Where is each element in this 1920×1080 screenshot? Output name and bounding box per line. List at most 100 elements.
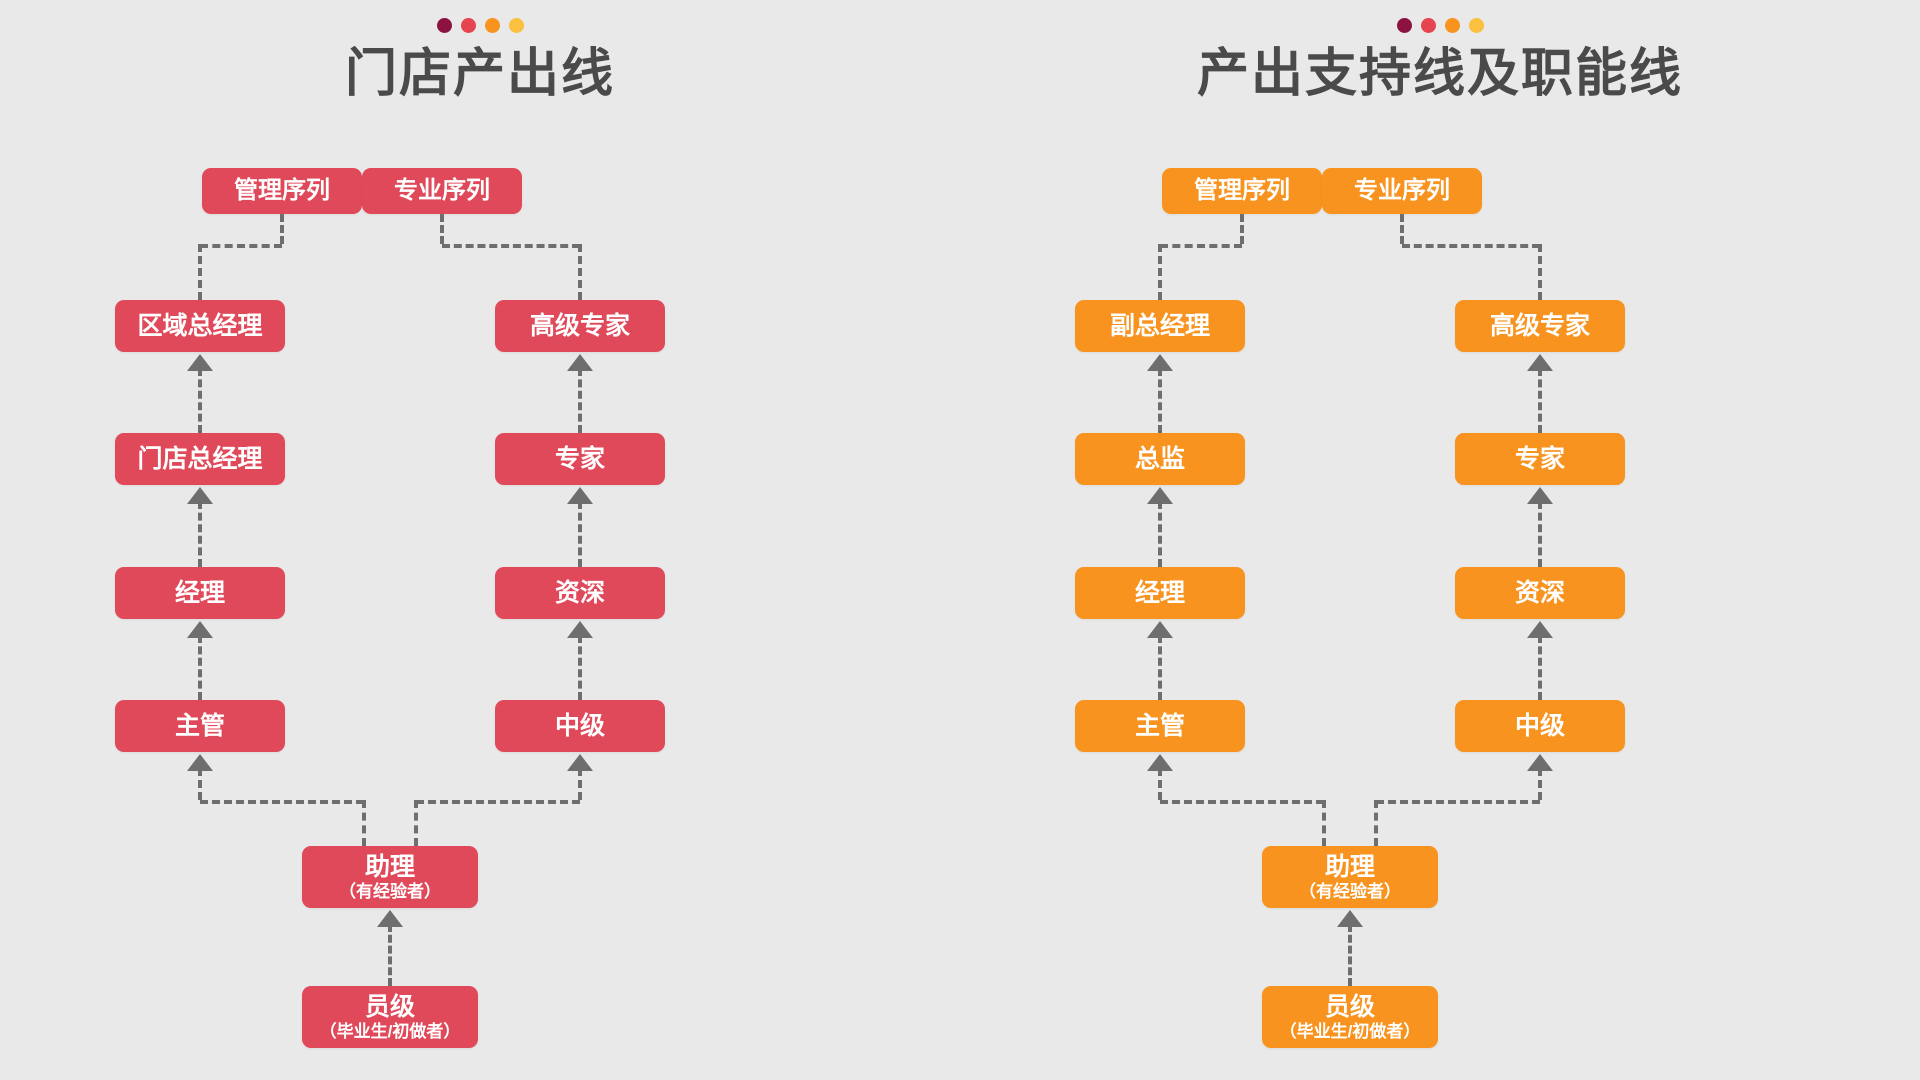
node-label: 高级专家 — [1489, 312, 1590, 340]
node-prof-expert[interactable]: 专家 — [1455, 433, 1625, 485]
connector-mgmt-step-1 — [1158, 501, 1162, 567]
header-dot-3 — [484, 18, 500, 33]
connector-mgmt-tag-drop — [1158, 244, 1162, 300]
arrowhead-prof-step-1 — [1527, 487, 1553, 504]
arrowhead-mgmt-step-1 — [187, 487, 213, 504]
node-label: 管理序列 — [234, 176, 330, 204]
arrowhead-prof-base — [567, 754, 593, 771]
tag-professional-track-tag[interactable]: 专业序列 — [1322, 168, 1482, 214]
arrowhead-base-step — [1337, 910, 1363, 927]
arrowhead-mgmt-step-2 — [187, 621, 213, 638]
arrowhead-prof-step-1 — [567, 487, 593, 504]
connector-prof-step-2 — [1538, 635, 1542, 700]
connector-prof-tag-drop — [1538, 244, 1542, 300]
node-label: 中级 — [554, 712, 605, 740]
arrowhead-mgmt-step-0 — [1147, 354, 1173, 371]
node-label: 员级 — [364, 992, 415, 1021]
header-dot-1 — [436, 18, 452, 33]
connector-prof-tag-stub — [1400, 214, 1404, 244]
connector-mgmt-base-riser — [1158, 768, 1162, 800]
panel-header: 门店产出线 — [0, 18, 960, 105]
node-prof-expert[interactable]: 专家 — [495, 433, 665, 485]
connector-base-bus-right — [416, 800, 580, 804]
connector-base-right-stub — [1374, 800, 1378, 846]
node-label: 总监 — [1134, 445, 1185, 473]
node-sublabel: （有经验者） — [1299, 881, 1401, 901]
node-label: 高级专家 — [529, 312, 630, 340]
node-label: 中级 — [1514, 712, 1565, 740]
tag-management-track-tag[interactable]: 管理序列 — [1162, 168, 1322, 214]
node-prof-senior-expert[interactable]: 高级专家 — [1455, 300, 1625, 352]
node-prof-senior[interactable]: 资深 — [495, 567, 665, 619]
connector-prof-base-riser — [578, 768, 582, 800]
panel-store-output-line: 门店产出线管理序列专业序列区域总经理门店总经理经理主管高级专家专家资深中级助理（… — [0, 18, 960, 1048]
tag-professional-track-tag[interactable]: 专业序列 — [362, 168, 522, 214]
node-prof-senior[interactable]: 资深 — [1455, 567, 1625, 619]
node-mgmt-manager[interactable]: 经理 — [115, 567, 285, 619]
connector-base-bus-left — [1160, 800, 1324, 804]
connector-base-left-stub — [362, 800, 366, 846]
node-label: 资深 — [554, 579, 605, 607]
panel-title: 门店产出线 — [344, 45, 615, 103]
connector-prof-base-riser — [1538, 768, 1542, 800]
arrowhead-base-step — [377, 910, 403, 927]
connector-mgmt-tag-bus — [200, 244, 282, 248]
node-prof-intermediate[interactable]: 中级 — [495, 700, 665, 752]
connector-mgmt-step-2 — [1158, 635, 1162, 700]
node-mgmt-director[interactable]: 总监 — [1075, 433, 1245, 485]
arrowhead-mgmt-step-1 — [1147, 487, 1173, 504]
connector-prof-tag-bus — [442, 244, 580, 248]
header-dot-4 — [1468, 18, 1484, 33]
node-prof-senior-expert[interactable]: 高级专家 — [495, 300, 665, 352]
connector-mgmt-step-2 — [198, 635, 202, 700]
arrowhead-prof-step-2 — [1527, 621, 1553, 638]
connector-mgmt-tag-bus — [1160, 244, 1242, 248]
arrowhead-prof-step-2 — [567, 621, 593, 638]
node-sublabel: （毕业生/初做者） — [319, 1021, 461, 1041]
node-label: 助理 — [364, 852, 415, 881]
node-label: 专业序列 — [394, 176, 490, 204]
connector-mgmt-step-1 — [198, 501, 202, 567]
connector-mgmt-base-riser — [198, 768, 202, 800]
connector-base-right-stub — [414, 800, 418, 846]
node-mgmt-supervisor[interactable]: 主管 — [1075, 700, 1245, 752]
panel-support-and-function-line: 产出支持线及职能线管理序列专业序列副总经理总监经理主管高级专家专家资深中级助理（… — [960, 0, 1920, 1080]
node-label: 副总经理 — [1109, 312, 1210, 340]
arrowhead-mgmt-base — [1147, 754, 1173, 771]
connector-mgmt-step-0 — [1158, 368, 1162, 433]
connector-prof-step-2 — [578, 635, 582, 700]
header-dots — [0, 18, 960, 33]
connector-mgmt-step-0 — [198, 368, 202, 433]
panel-header: 产出支持线及职能线 — [960, 18, 1920, 105]
node-label: 经理 — [174, 579, 225, 607]
node-sublabel: （毕业生/初做者） — [1279, 1021, 1421, 1041]
node-base-staff[interactable]: 员级（毕业生/初做者） — [302, 986, 478, 1048]
connector-prof-step-1 — [1538, 501, 1542, 567]
node-mgmt-supervisor[interactable]: 主管 — [115, 700, 285, 752]
node-prof-intermediate[interactable]: 中级 — [1455, 700, 1625, 752]
panel-title: 产出支持线及职能线 — [1196, 45, 1683, 103]
arrowhead-prof-step-0 — [567, 354, 593, 371]
arrowhead-mgmt-step-2 — [1147, 621, 1173, 638]
connector-mgmt-tag-drop — [198, 244, 202, 300]
header-dot-2 — [460, 18, 476, 33]
arrowhead-prof-step-0 — [1527, 354, 1553, 371]
header-dot-2 — [1420, 18, 1436, 33]
node-mgmt-regional-gm[interactable]: 区域总经理 — [115, 300, 285, 352]
node-mgmt-store-gm[interactable]: 门店总经理 — [115, 433, 285, 485]
connector-prof-tag-stub — [440, 214, 444, 244]
connector-base-left-stub — [1322, 800, 1326, 846]
node-label: 主管 — [1134, 712, 1185, 740]
connector-prof-tag-drop — [578, 244, 582, 300]
node-mgmt-deputy-gm[interactable]: 副总经理 — [1075, 300, 1245, 352]
node-base-assistant[interactable]: 助理（有经验者） — [1262, 846, 1438, 908]
node-label: 专业序列 — [1354, 176, 1450, 204]
connector-base-bus-left — [200, 800, 364, 804]
node-mgmt-manager[interactable]: 经理 — [1075, 567, 1245, 619]
node-base-assistant[interactable]: 助理（有经验者） — [302, 846, 478, 908]
node-base-staff[interactable]: 员级（毕业生/初做者） — [1262, 986, 1438, 1048]
tag-management-track-tag[interactable]: 管理序列 — [202, 168, 362, 214]
connector-mgmt-tag-stub — [1240, 214, 1244, 244]
node-label: 助理 — [1324, 852, 1375, 881]
